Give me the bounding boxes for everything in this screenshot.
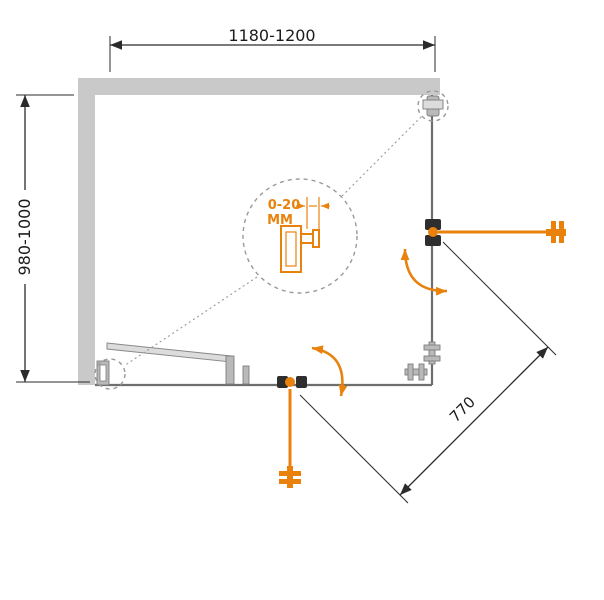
callout-circle-top [417,90,449,122]
open-door [96,342,250,386]
leader-to-top-bracket [341,115,423,197]
swing-arrow-right [400,248,448,296]
door-pivot-post [225,355,235,385]
clamp-vertical-body [428,341,436,365]
glass-clamps [404,341,441,381]
glass-panels [95,95,434,387]
left-dimension: 980-1000 [15,94,90,383]
diagonal-dimension: 770 [299,241,557,504]
wall-bracket-bar-2 [559,221,564,243]
dimension-line-door [399,346,549,496]
label-backing [17,190,33,284]
floor-bracket-body [287,466,293,488]
right-hinge-assembly [400,219,566,296]
hinge-clamp-lower [425,235,441,246]
adjustment-unit-label: MM [267,213,293,228]
swing-arrow-bottom [311,345,348,397]
width-dimension-label: 1180-1200 [228,26,315,45]
left-wall [78,78,95,385]
door-panel [106,342,232,363]
detail-magnifier: 0-20 MM [94,90,449,390]
top-wall-bracket [422,95,444,117]
label-backing [222,27,322,43]
walls [78,78,440,385]
profile-hook [312,229,320,248]
hinge-clamp-left [277,376,288,388]
clamp-vertical-bar-2 [423,355,441,362]
wall-bracket-bar-1 [551,221,556,243]
callout-circle-bottom-left [94,358,126,390]
hinge-clamp-upper [425,219,441,230]
detail-circle [242,178,358,294]
clamp-horizontal-body [404,368,428,376]
extension-line-lower [299,394,409,504]
leader-to-wall-profile [123,276,258,367]
wall-profile-channel [99,364,107,382]
clamp-horizontal-bar-2 [418,363,425,381]
top-dimension: 1180-1200 [109,26,436,72]
extension-line-upper [442,241,557,356]
clamp-vertical-bar-1 [423,344,441,351]
height-dimension-label: 980-1000 [15,198,34,275]
hinge-pivot-pin [285,377,295,387]
floor-bracket-bar-2 [279,479,301,484]
top-wall [95,78,440,95]
clamp-horizontal-bar-1 [407,363,414,381]
adjustment-range-label: 0-20 [268,198,301,213]
bottom-hinge-assembly [277,345,348,488]
bracket-plate [422,99,444,110]
hinge-pivot-pin [428,227,438,237]
profile-outer [280,225,302,273]
magnet-profile [242,365,250,385]
hinge-clamp-right [296,376,307,388]
floor-bracket-bar-1 [279,471,301,476]
profile-inner-channel [285,231,297,267]
